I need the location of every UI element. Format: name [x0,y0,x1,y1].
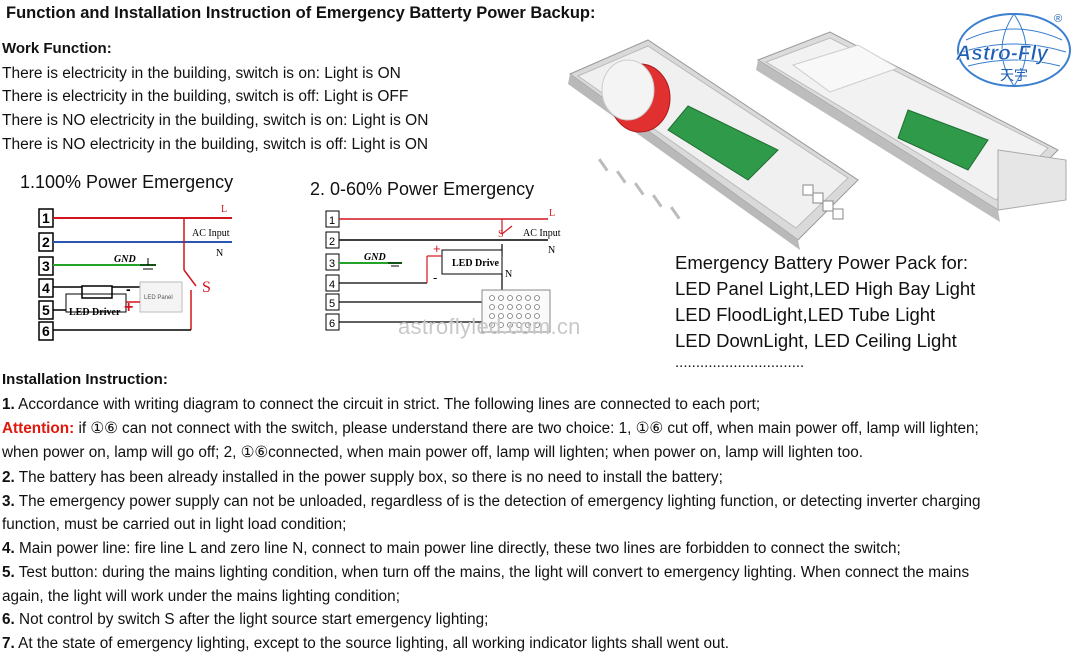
port-number: 5 [329,298,335,310]
registered-mark: ® [1054,13,1062,25]
port-number: 3 [42,258,50,274]
logo-text: Astro-Fly [955,42,1049,65]
port-number: 1 [329,215,335,227]
installation-heading: Installation Instruction: [2,371,168,388]
instruction-item: 1. Accordance with writing diagram to co… [2,396,761,413]
power-pack-unit-1 [568,39,859,250]
label-l: L [221,204,227,215]
diagram2-title: 2. 0-60% Power Emergency [310,179,535,199]
port-number: 2 [42,234,50,250]
port-number: 6 [329,318,335,330]
instruction-item: 4. Main power line: fire line L and zero… [2,540,901,557]
work-function-line: There is electricity in the building, sw… [2,65,401,82]
logo-chinese: 天宇 [1000,68,1028,84]
watermark: astroflyled.com.cn [398,314,581,339]
label-s: S [498,229,504,240]
label-n: N [548,245,555,256]
instruction-attention: Attention: if ①⑥ can not connect with th… [2,420,979,437]
diagram1-title: 1.100% Power Emergency [20,172,234,192]
instruction-item: 7. At the state of emergency lighting, e… [2,635,730,652]
label-driver: LED Drive [452,258,500,269]
label-gnd: GND [364,252,386,263]
label-ac-input: AC Input [192,228,230,239]
promo-line: LED DownLight, LED Ceiling Light [675,330,957,351]
instruction-item: 2. The battery has been already installe… [2,469,723,486]
port-number: 5 [42,302,50,318]
port-number: 4 [329,279,335,291]
promo-line: LED Panel Light,LED High Bay Light [675,278,976,299]
instruction-item: function, must be carried out in light l… [2,516,347,533]
power-pack-unit-2 [756,31,1067,222]
promo-line: Emergency Battery Power Pack for: [675,252,969,273]
work-function-line: There is NO electricity in the building,… [2,112,429,129]
label-driver: LED Driver [69,307,121,318]
label-s: S [202,279,211,296]
label-n: N [216,248,223,259]
page-title: Function and Installation Instruction of… [6,4,596,22]
label-gnd: GND [114,254,136,265]
instruction-item: 3. The emergency power supply can not be… [2,493,981,510]
instruction-item: when power on, lamp will go off; 2, ①⑥co… [2,444,863,461]
instruction-item: 5. Test button: during the mains lightin… [2,564,970,581]
wiring-diagram-100: 1 2 3 4 5 6 L AC Input N GND S LED Drive… [38,204,232,341]
work-function-heading: Work Function: [2,40,112,57]
work-function-line: There is NO electricity in the building,… [2,136,429,153]
wiring-diagram-0-60: 1 2 3 4 5 6 L AC Input S N GND LED Drive… [325,208,561,333]
port-box [38,321,54,341]
led-panel-box [139,281,183,313]
work-function-line: There is electricity in the building, sw… [2,88,409,105]
label-minus: - [126,281,131,297]
led-driver-box [441,249,503,275]
instruction-item: 6. Not control by switch S after the lig… [2,611,489,628]
port-number: 2 [329,236,335,248]
port-number: 3 [329,258,335,270]
port-number: 1 [42,210,50,226]
label-n2: N [505,269,512,280]
label-l: L [549,208,555,219]
label-minus: - [433,270,437,285]
attention-label: Attention: [2,420,75,437]
label-panel: LED Panel [144,295,173,301]
led-panel-dots [489,295,540,328]
port-number: 6 [42,323,50,339]
product-photo [568,31,1067,250]
instruction-item: again, the light will work under the mai… [2,588,400,605]
port-box [38,278,54,298]
led-driver-box [81,285,113,299]
promo-dots: ............................... [675,354,805,371]
port-number: 4 [42,280,50,296]
label-plus: + [124,299,133,316]
label-plus: + [433,241,441,256]
promo-line: LED FloodLight,LED Tube Light [675,304,936,325]
label-ac-input: AC Input [523,228,561,239]
astro-fly-logo: Astro-Fly 天宇 ® [955,13,1071,87]
